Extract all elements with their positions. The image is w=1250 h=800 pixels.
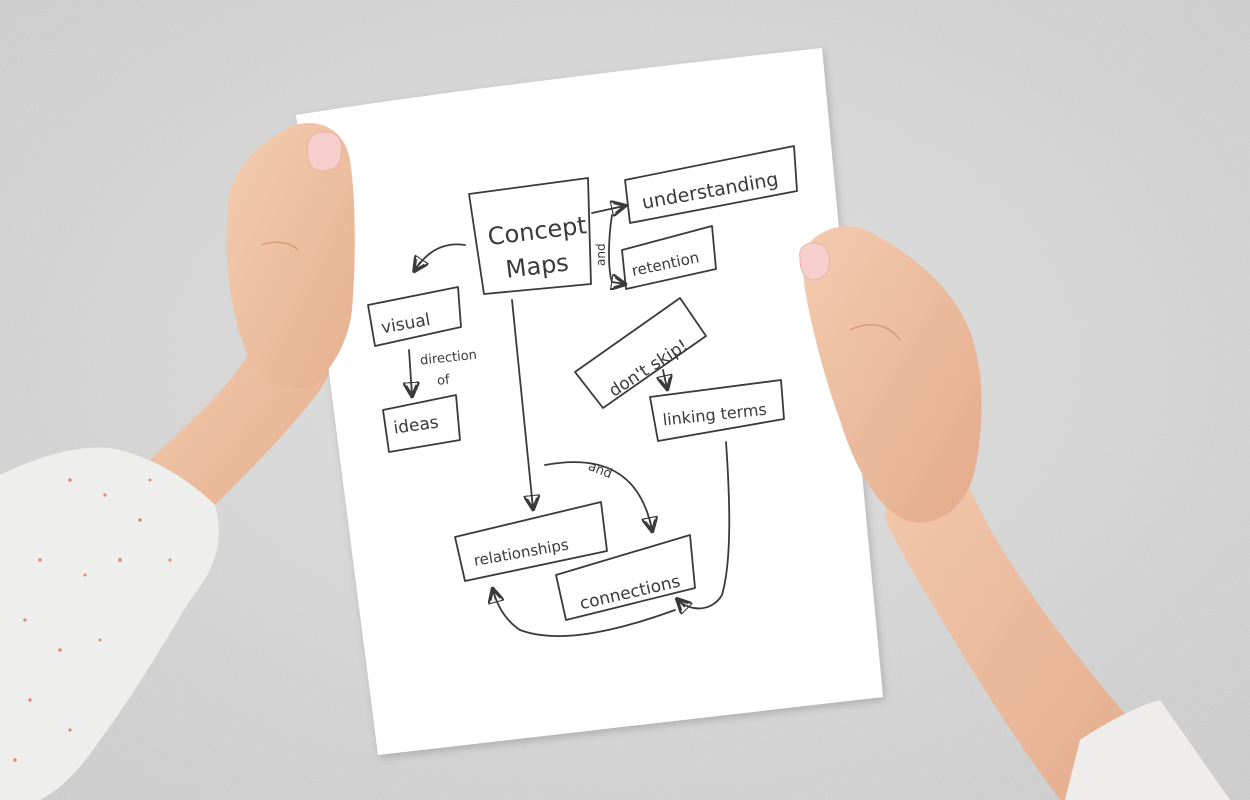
label-and-vertical: and — [594, 243, 608, 266]
node-connections-box — [555, 534, 696, 621]
node-linking-terms-box — [649, 379, 785, 442]
edge-connections-to-relationships — [493, 590, 676, 637]
node-dont-skip-box — [574, 297, 707, 409]
edge-concept-to-understanding — [591, 206, 624, 213]
edge-concept-to-retention — [608, 214, 624, 284]
edge-linking-to-connections — [678, 441, 731, 608]
node-visual-box — [367, 286, 462, 347]
node-ideas-box — [382, 394, 461, 453]
edge-concept-to-relationships — [511, 299, 533, 508]
paper-sheet — [296, 48, 883, 755]
label-direction: direction — [419, 348, 477, 369]
concept-map — [367, 145, 798, 637]
edge-dont-skip-to-linking — [663, 369, 667, 388]
node-relationships-box — [454, 501, 608, 582]
left-sweater-sleeve — [0, 447, 219, 800]
right-hand — [799, 226, 982, 523]
node-concept-maps-box — [468, 177, 592, 295]
edge-concept-to-visual — [415, 243, 466, 270]
sweater-flecks — [13, 478, 172, 762]
edge-relationships-to-connections — [544, 461, 652, 530]
edge-visual-to-ideas — [409, 349, 412, 395]
right-thumbnail — [799, 242, 830, 281]
left-thumbnail — [306, 131, 342, 172]
label-of: of — [436, 373, 450, 389]
left-hand — [226, 123, 355, 389]
right-sweater-sleeve — [1065, 700, 1230, 800]
